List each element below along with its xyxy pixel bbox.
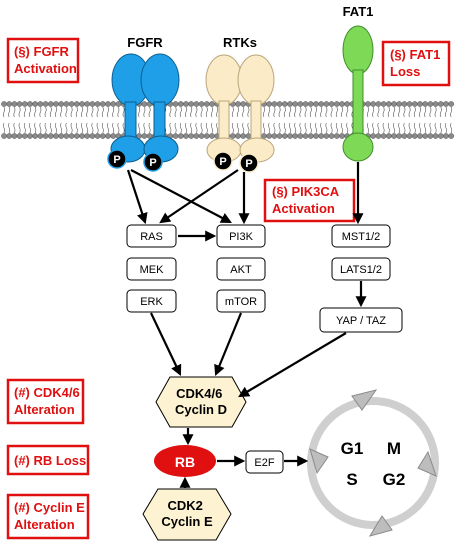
mst-label: MST1/2: [342, 231, 381, 243]
rb-node: RB: [154, 445, 216, 477]
svg-text:(#) Cyclin E Alteration: (#) Cyclin E Alteration: [14, 500, 88, 532]
phospho-label: P: [149, 157, 156, 169]
yap-taz-label: YAP / TAZ: [336, 315, 386, 327]
cdk2-label: CDK2: [167, 498, 202, 513]
cycle-arrowhead-left: [309, 448, 329, 475]
svg-text:(§) FAT1 Loss: (§) FAT1 Loss: [390, 47, 444, 79]
cyclind-label: Cyclin D: [175, 402, 227, 417]
cell-cycle: G1 M S G2: [307, 389, 439, 537]
fat1-receptor: [342, 25, 374, 162]
pik3ca-activation-box: (§) PIK3CA Activation: [263, 178, 356, 223]
fgfr-activation-box: (§) FGFR Activation: [6, 37, 80, 84]
cycline-alteration-box: (#) Cyclin E Alteration: [6, 493, 90, 540]
lats-node: LATS1/2: [331, 257, 391, 281]
akt-node: AKT: [216, 257, 266, 281]
svg-text:CDK2 Cyclin E: CDK2 Cyclin E: [161, 498, 213, 529]
cdk46-alt-line2: Alteration: [14, 402, 75, 417]
ras-label: RAS: [140, 231, 163, 243]
rb-loss-box: (#) RB Loss: [6, 444, 90, 476]
akt-label: AKT: [230, 264, 252, 276]
cdk2-cycline-node: CDK2 Cyclin E: [142, 488, 232, 541]
fat1-loss-box: (§) FAT1 Loss: [381, 40, 451, 87]
fgfr-receptor: [110, 53, 180, 163]
fat1-loss-line2: Loss: [390, 64, 420, 79]
cdk46-alteration-box: (#) CDK4/6 Alteration: [6, 378, 85, 425]
svg-text:(#) CDK4/6 Alteration: (#) CDK4/6 Alteration: [14, 385, 83, 417]
fgfr-label: FGFR: [127, 35, 163, 50]
phase-g2: G2: [383, 470, 406, 489]
pik3ca-line2: Activation: [272, 201, 335, 216]
phase-g1: G1: [341, 439, 364, 458]
fgfr-activation-line1: (§) FGFR: [14, 44, 69, 59]
fat1-label: FAT1: [343, 4, 374, 19]
cycline-alt-line2: Alteration: [14, 517, 75, 532]
cdk46-label: CDK4/6: [176, 386, 222, 401]
mtor-node: mTOR: [216, 289, 266, 313]
pi3k-node: PI3K: [216, 224, 266, 248]
phase-s: S: [346, 470, 357, 489]
cycline-alt-line1: (#) Cyclin E: [14, 500, 85, 515]
cycle-arrowhead-bottom: [368, 515, 393, 537]
phase-m: M: [387, 439, 401, 458]
cdk46-alt-line1: (#) CDK4/6: [14, 385, 80, 400]
pathway-arrows: [126, 162, 367, 488]
cycle-arrowhead-top: [351, 389, 378, 411]
svg-text:CDK4/6 Cyclin D: CDK4/6 Cyclin D: [175, 386, 227, 417]
rtk-phospho-right: P: [239, 153, 259, 173]
rtks-label: RTKs: [223, 35, 257, 50]
phospho-label: P: [219, 156, 226, 168]
mtor-label: mTOR: [225, 296, 257, 308]
arrow-fgfr-ras: [126, 169, 148, 225]
arrow-fgfr-pi3k: [130, 169, 232, 224]
svg-text:(§) PIK3CA Activation: (§) PIK3CA Activation: [272, 184, 342, 216]
rb-loss-label: (#) RB Loss: [14, 453, 86, 468]
pi3k-label: PI3K: [229, 231, 254, 243]
rtk-receptor: [205, 54, 275, 163]
erk-label: ERK: [140, 296, 163, 308]
fgfr-phospho-left: P: [107, 149, 127, 169]
arrow-erk-cdk46: [150, 312, 182, 376]
arrow-rtk-ras: [159, 169, 239, 224]
e2f-node: E2F: [245, 450, 284, 474]
fgfr-phospho-right: P: [143, 152, 163, 172]
arrow-mtor-cdk46: [214, 312, 243, 377]
e2f-label: E2F: [254, 457, 274, 469]
pik3ca-line1: (§) PIK3CA: [272, 184, 340, 199]
arrow-yap-cdk46: [238, 332, 347, 398]
erk-node: ERK: [126, 289, 177, 313]
fgfr-activation-line2: Activation: [14, 61, 77, 76]
mek-node: MEK: [126, 257, 177, 281]
phospho-label: P: [245, 158, 252, 170]
cdk46-cyclind-node: CDK4/6 Cyclin D: [155, 376, 247, 428]
svg-text:(§) FGFR Activation: (§) FGFR Activation: [14, 44, 77, 76]
lats-label: LATS1/2: [340, 264, 382, 276]
mst-node: MST1/2: [331, 224, 391, 248]
yap-taz-node: YAP / TAZ: [319, 307, 403, 333]
ras-node: RAS: [126, 224, 177, 248]
phospho-label: P: [113, 154, 120, 166]
mek-label: MEK: [140, 264, 165, 276]
rb-label: RB: [175, 454, 195, 470]
cycle-arrowhead-right: [417, 450, 437, 477]
cycline-label: Cyclin E: [161, 514, 213, 529]
fat1-loss-line1: (§) FAT1: [390, 47, 440, 62]
rtk-phospho-left: P: [213, 151, 233, 171]
